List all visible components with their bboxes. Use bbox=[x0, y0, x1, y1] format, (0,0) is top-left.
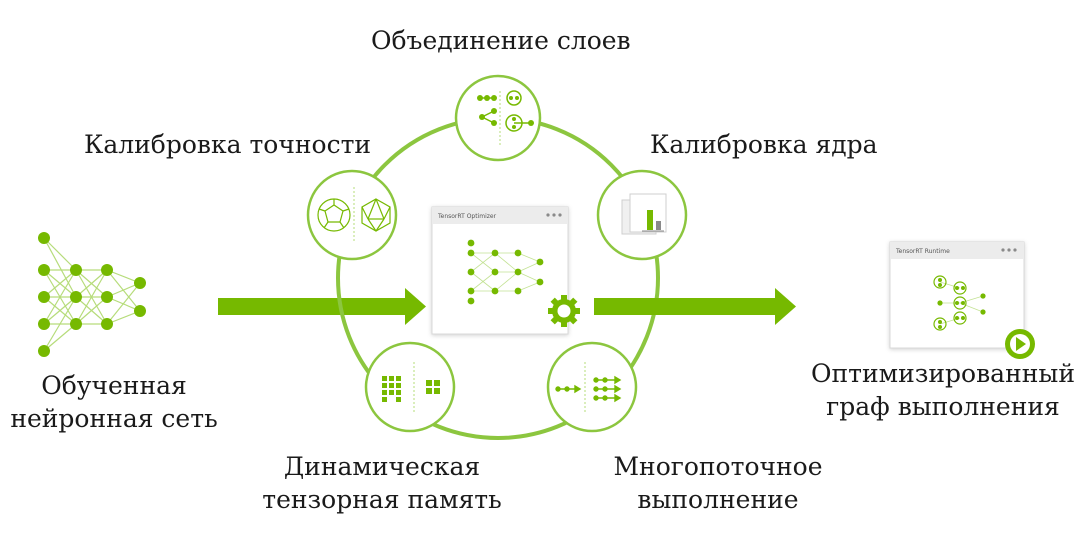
precision-calibration-icon bbox=[306, 169, 398, 261]
gear-icon bbox=[548, 295, 580, 327]
arrow-right-icon bbox=[218, 288, 426, 325]
play-icon bbox=[1005, 329, 1035, 359]
kernel-calibration-label: Калибровка ядра bbox=[650, 130, 878, 159]
optimized-graph-label: Оптимизированный граф выполнения bbox=[811, 359, 1075, 421]
tensorrt-runtime-window bbox=[889, 241, 1025, 349]
optimizer-window-title: TensorRT Optimizer bbox=[437, 213, 497, 220]
neural-network-icon bbox=[38, 232, 146, 357]
multistream-label: Многопоточное выполнение bbox=[613, 452, 823, 514]
layer-fusion-icon bbox=[454, 74, 542, 162]
window-menu-dots-icon bbox=[1001, 248, 1017, 252]
dynamic-memory-label: Динамическая тензорная память bbox=[262, 452, 502, 514]
trained-network-label: Обученная нейронная сеть bbox=[10, 371, 218, 433]
optimizer-network-icon bbox=[467, 239, 544, 305]
layer-fusion-label: Объединение слоев bbox=[371, 26, 631, 55]
multistream-icon bbox=[546, 341, 638, 433]
precision-calibration-label: Калибровка точности bbox=[84, 130, 372, 159]
arrow-right-icon bbox=[594, 288, 796, 325]
kernel-calibration-icon bbox=[596, 169, 688, 261]
tensorrt-optimizer-window bbox=[431, 206, 569, 335]
tensor-memory-icon bbox=[364, 341, 456, 433]
runtime-window-title: TensorRT Runtime bbox=[895, 248, 950, 255]
window-menu-dots-icon bbox=[546, 213, 562, 217]
optimized-network-icon bbox=[933, 275, 986, 331]
